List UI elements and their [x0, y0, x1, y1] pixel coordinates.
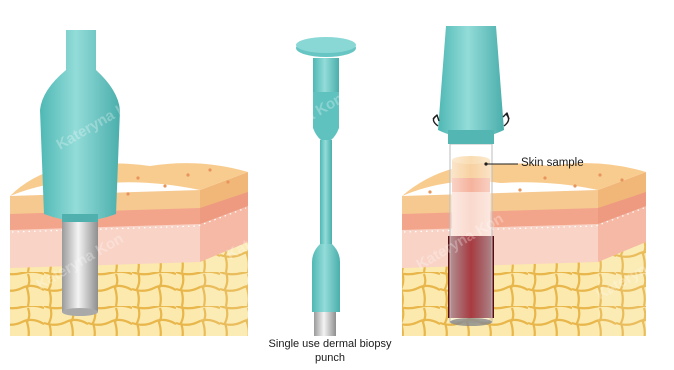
punch-handle-right: [438, 26, 504, 138]
watermark-text: Kateryna Kon: [184, 0, 277, 63]
punch-head: [312, 244, 340, 312]
fat-layer-front: [10, 258, 200, 336]
leader-dot: [484, 162, 487, 165]
punch-grip-upper: [313, 58, 339, 92]
fat-layer-front-right: [402, 258, 598, 336]
right-skin-block: [402, 163, 646, 336]
punch-handle: [40, 30, 120, 221]
punch-caption: Single use dermal biopsy punch: [262, 337, 398, 365]
skin-sample-label: Skin sample: [521, 157, 584, 169]
punch-cap-top: [296, 37, 356, 53]
tube-tip: [450, 318, 492, 326]
punch-shaft: [320, 140, 332, 244]
punch-grip-lower: [313, 92, 339, 140]
blade-tip: [62, 308, 98, 316]
watermark-text: Kateryna Kon: [554, 80, 647, 143]
middle-biopsy-punch: [296, 37, 356, 336]
handle-collar: [62, 214, 98, 222]
punch-tube-glass: [450, 144, 492, 322]
punch-blade: [62, 220, 98, 312]
handle-collar-right: [448, 130, 494, 144]
punch-blade-middle: [314, 312, 336, 336]
watermark-text: Kateryna Kon: [534, 0, 627, 53]
